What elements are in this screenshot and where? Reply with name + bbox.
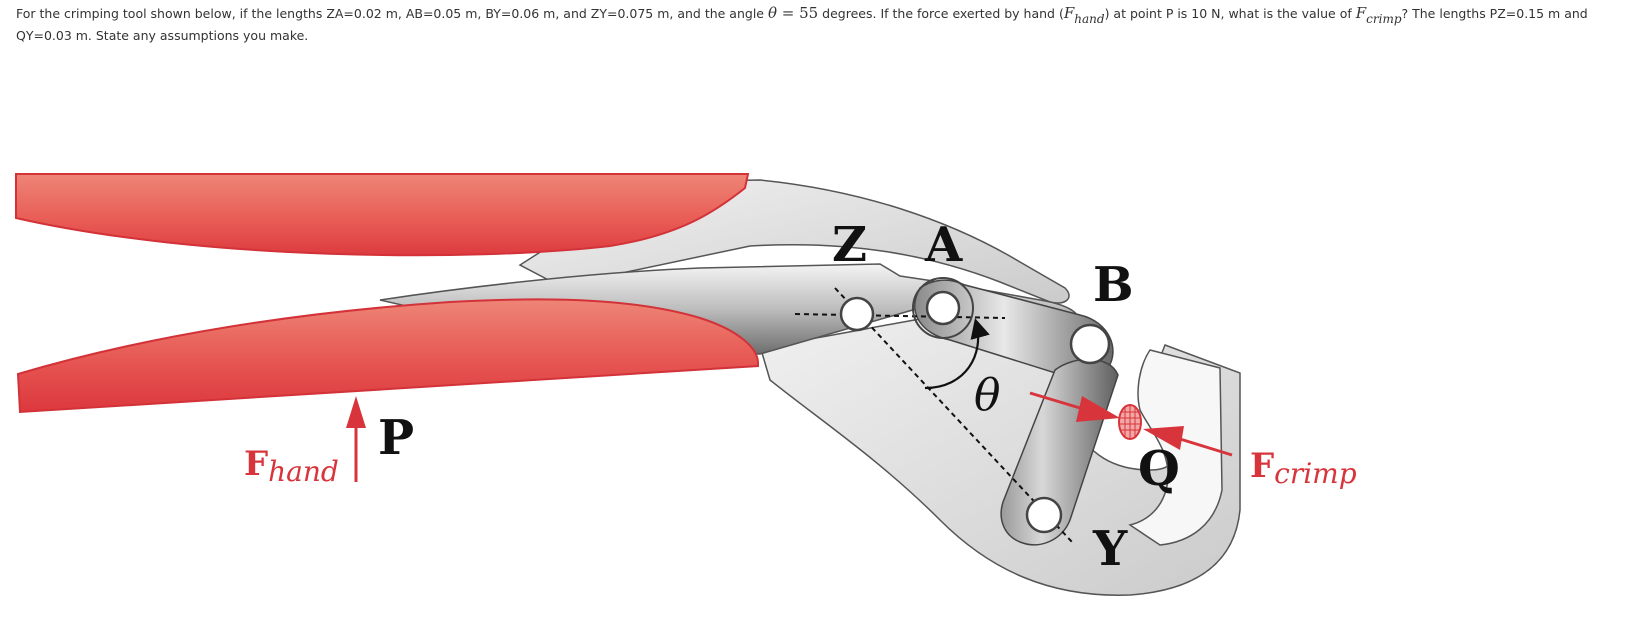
theta-arc (924, 318, 990, 390)
label-z: Z (832, 217, 867, 273)
crimping-tool-diagram: Z A B Q Y P θ Fhand Fcrimp (15, 173, 1357, 596)
fcrimp-symbol: F (1355, 4, 1367, 22)
label-fcrimp: Fcrimp (1250, 446, 1357, 490)
right-crimp-arrow-head (1143, 426, 1184, 450)
label-theta: θ (974, 370, 1001, 421)
question-part-4: ? The lengths PZ=0.15 m and QY=0.03 m. S… (16, 6, 1588, 43)
label-fcrimp-sub: crimp (1274, 457, 1357, 490)
right-crimp-arrow-shaft (1179, 437, 1233, 457)
pivot-a (925, 290, 961, 326)
question-text: For the crimping tool shown below, if th… (16, 2, 1628, 47)
wire-hatch (1120, 406, 1140, 439)
fhand-symbol: F (1063, 4, 1075, 22)
theta-value: 55 (799, 4, 819, 22)
lower-red-handle (16, 298, 759, 414)
left-crimp-arrow-head (1076, 396, 1120, 422)
theta-symbol: θ (767, 4, 777, 22)
label-y: Y (1092, 521, 1128, 577)
question-part-1: For the crimping tool shown below, if th… (16, 6, 768, 21)
label-q: Q (1138, 441, 1180, 497)
fcrimp-subscript: crimp (1366, 12, 1402, 26)
upper-red-handle (15, 173, 750, 257)
question-part-2: degrees. If the force exerted by hand ( (818, 6, 1064, 21)
label-p: P (378, 410, 414, 466)
pivot-b (1069, 323, 1111, 365)
fhand-subscript: hand (1074, 12, 1105, 26)
zy-reference-line (834, 287, 1073, 543)
label-fcrimp-main: F (1250, 446, 1274, 486)
question-part-3: ) at point P is 10 N, what is the value … (1104, 6, 1356, 21)
label-fhand-sub: hand (268, 455, 339, 488)
fhand-arrow-head (346, 396, 366, 428)
pivot-y (1025, 496, 1063, 534)
horizontal-reference-line (794, 313, 1006, 319)
pivot-a-outer (912, 277, 974, 339)
equals-sign: = (777, 4, 800, 22)
label-fhand-main: F (244, 444, 268, 484)
label-b: B (1093, 257, 1134, 313)
pivot-z (839, 296, 875, 332)
label-a: A (924, 217, 963, 273)
label-fhand: Fhand (244, 444, 339, 488)
